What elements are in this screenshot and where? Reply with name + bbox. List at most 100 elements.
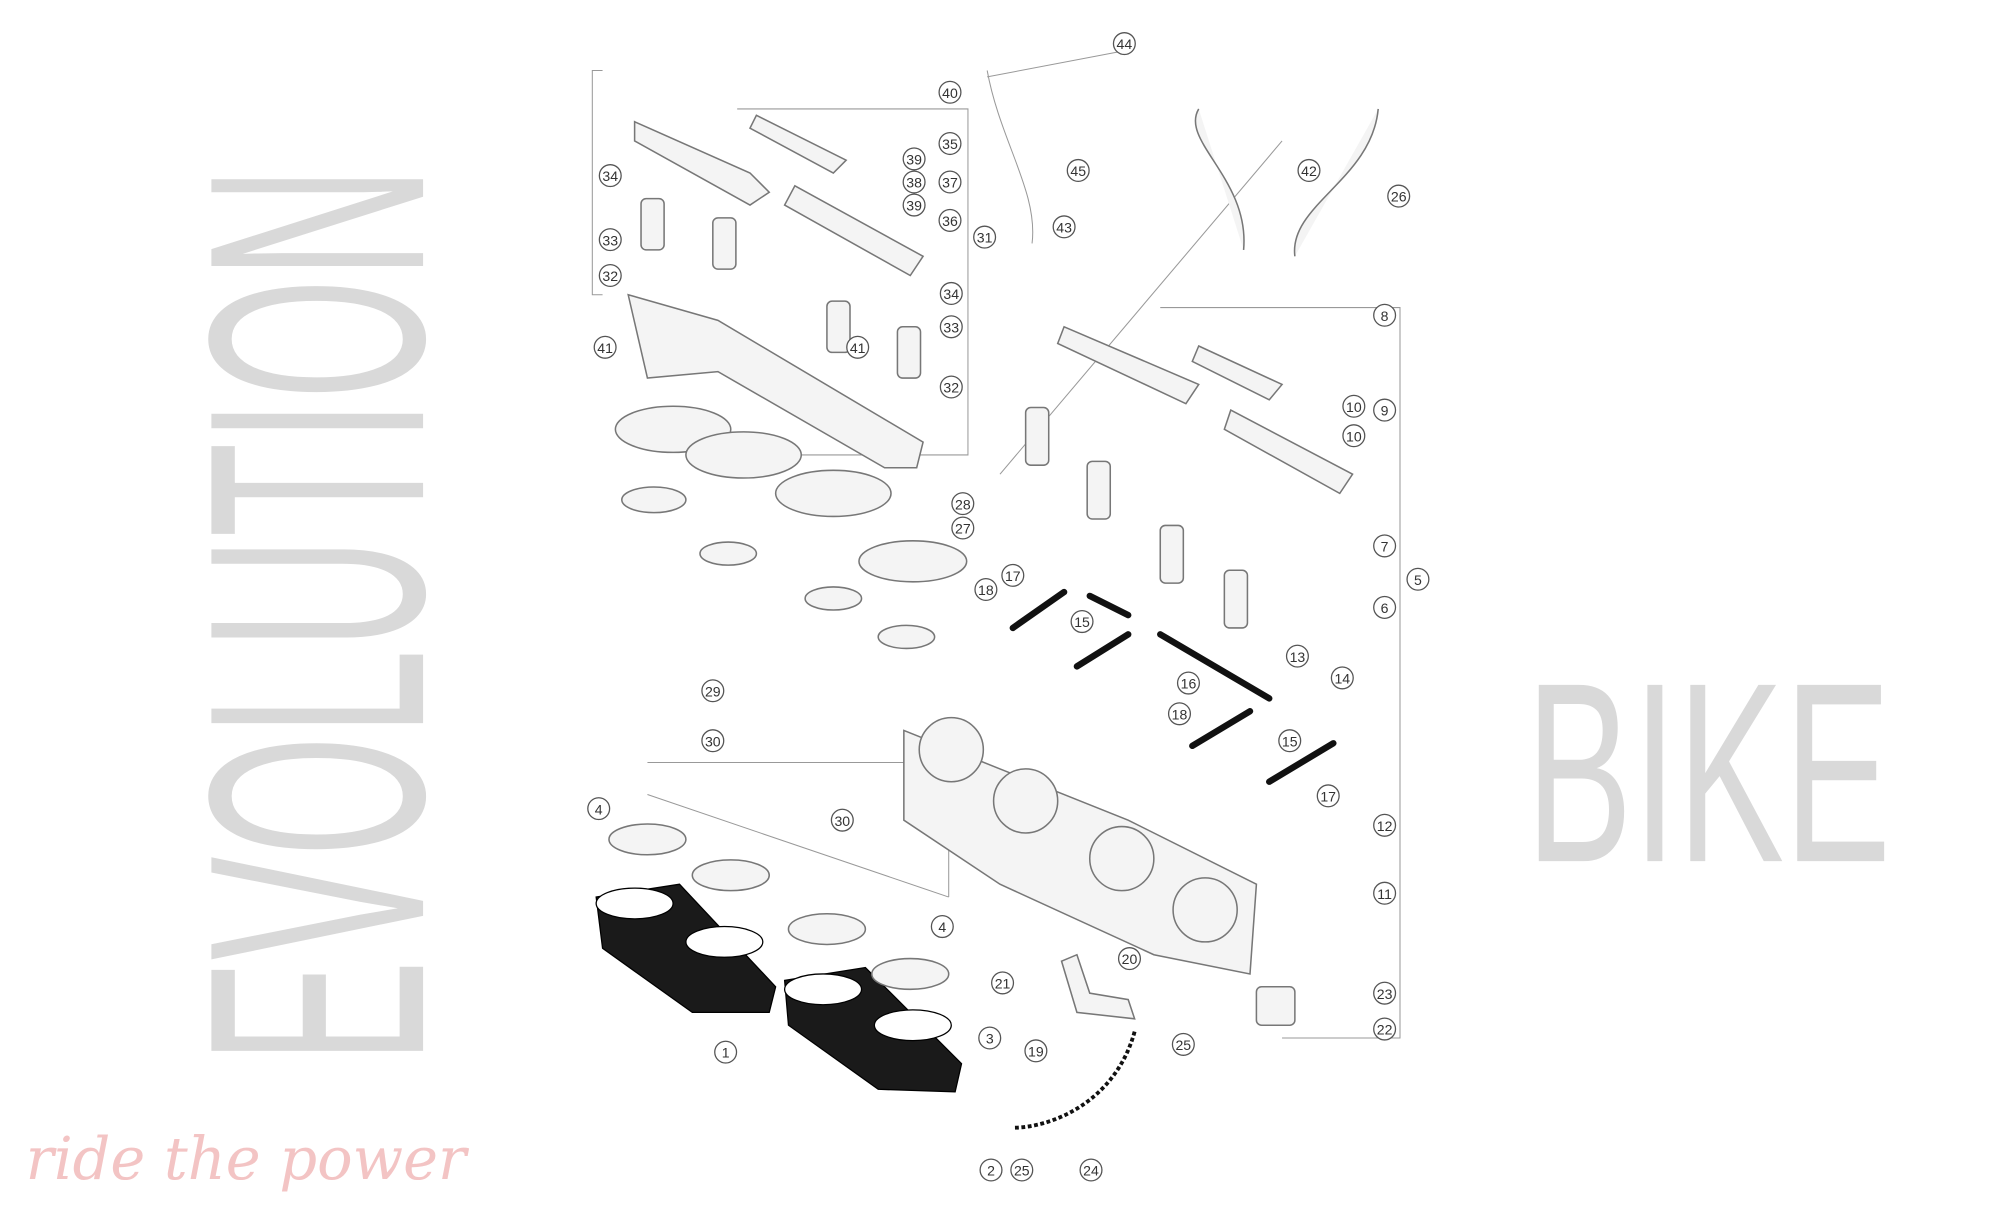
callout-part-36: 36: [938, 208, 962, 232]
callout-part-21: 21: [991, 971, 1015, 995]
callout-number: 23: [1377, 986, 1393, 1002]
callout-circle: [1010, 1158, 1034, 1182]
callout-circle: [938, 170, 962, 194]
callout-circle: [1330, 666, 1354, 690]
callout-part-6: 6: [1373, 595, 1397, 619]
callout-number: 35: [942, 136, 958, 152]
callout-number: 28: [955, 496, 971, 512]
callout-circle: [1285, 644, 1309, 668]
callout-circle: [1066, 158, 1090, 182]
callout-number: 32: [943, 380, 959, 396]
callout-part-42: 42: [1297, 158, 1321, 182]
callout-circle: [598, 263, 622, 288]
callout-circle: [951, 516, 975, 540]
callout-number: 38: [906, 175, 922, 191]
callout-number: 8: [1381, 308, 1389, 324]
callout-number: 44: [1117, 36, 1133, 52]
callout-number: 20: [1122, 951, 1138, 967]
callout-part-41: 41: [846, 335, 870, 359]
callout-circle: [1373, 881, 1397, 905]
callout-circle: [1024, 1039, 1048, 1063]
callout-number: 33: [943, 319, 959, 335]
intake-boots: [595, 883, 963, 1093]
callout-circle: [1052, 215, 1076, 239]
callout-circle: [1373, 303, 1397, 327]
callout-part-40: 40: [938, 80, 962, 104]
callout-number: 5: [1414, 572, 1422, 588]
callout-part-19: 19: [1024, 1039, 1048, 1063]
callout-part-17: 17: [1001, 563, 1025, 587]
callout-part-33: 33: [939, 315, 963, 339]
callout-number: 7: [1381, 539, 1389, 555]
callout-part-16: 16: [1176, 671, 1200, 695]
callout-circle: [1070, 610, 1094, 634]
callout-number: 12: [1377, 818, 1393, 834]
callout-part-12: 12: [1373, 813, 1397, 837]
callout-number: 25: [1175, 1037, 1191, 1053]
callout-part-2: 2: [979, 1158, 1003, 1182]
callout-part-15: 15: [1070, 610, 1094, 634]
callout-circle: [701, 729, 725, 753]
callout-number: 10: [1346, 399, 1362, 415]
callout-part-30: 30: [701, 729, 725, 753]
callout-part-18: 18: [974, 577, 998, 602]
hoses: [986, 70, 1379, 1130]
callout-circle: [1373, 1017, 1397, 1041]
callout-circle: [1342, 394, 1366, 418]
callout-circle: [938, 80, 962, 104]
callout-part-25: 25: [1171, 1032, 1195, 1056]
callout-part-24: 24: [1079, 1158, 1103, 1182]
callout-circle: [939, 375, 963, 399]
callout-number: 32: [602, 268, 618, 284]
callout-number: 39: [906, 198, 922, 214]
callout-part-32: 32: [598, 263, 622, 288]
watermark-tagline: ride the power: [26, 1124, 470, 1193]
callout-circle: [930, 915, 954, 939]
callout-part-4: 4: [930, 915, 954, 939]
callout-part-38: 38: [902, 170, 926, 194]
callout-part-35: 35: [938, 131, 962, 156]
callout-circle: [1387, 184, 1411, 208]
callout-number: 45: [1070, 163, 1086, 179]
callout-number: 36: [942, 213, 958, 229]
callout-number: 29: [705, 683, 721, 699]
callout-part-20: 20: [1117, 947, 1142, 971]
callout-number: 39: [906, 152, 922, 168]
fuel-injectors: [640, 197, 1249, 629]
callout-part-29: 29: [701, 679, 725, 703]
callout-number: 3: [986, 1031, 994, 1047]
callout-number: 17: [1005, 568, 1021, 584]
callout-number: 15: [1282, 733, 1298, 749]
callout-circle: [1001, 563, 1025, 587]
callout-number: 16: [1181, 676, 1197, 692]
callout-circle: [846, 335, 870, 359]
callout-circle: [1112, 32, 1136, 56]
callout-number: 10: [1346, 428, 1362, 444]
callout-circle: [938, 208, 962, 232]
callout-part-45: 45: [1066, 158, 1090, 182]
callout-number: 42: [1301, 163, 1317, 179]
callout-circle: [701, 679, 725, 703]
callout-number: 17: [1320, 788, 1336, 804]
callout-number: 11: [1377, 886, 1392, 902]
callout-circle: [938, 131, 962, 156]
callout-part-11: 11: [1373, 881, 1397, 905]
callout-circle: [979, 1158, 1003, 1182]
callout-circle: [598, 228, 622, 252]
watermark-brand-bottom: BIKE: [1526, 630, 1891, 916]
callout-part-22: 22: [1373, 1017, 1397, 1041]
callout-part-4: 4: [587, 797, 611, 821]
callout-part-13: 13: [1285, 644, 1309, 668]
callout-circle: [1079, 1158, 1103, 1182]
callout-number: 40: [942, 85, 958, 101]
throttle-body: [903, 716, 1258, 975]
callout-part-31: 31: [973, 225, 997, 249]
callout-part-18: 18: [1167, 702, 1192, 726]
injector-bracket: [627, 293, 924, 469]
fuel-rails: [633, 114, 1354, 495]
callout-number: 30: [834, 813, 850, 829]
callout-number: 21: [995, 976, 1011, 992]
callout-part-7: 7: [1373, 534, 1397, 558]
